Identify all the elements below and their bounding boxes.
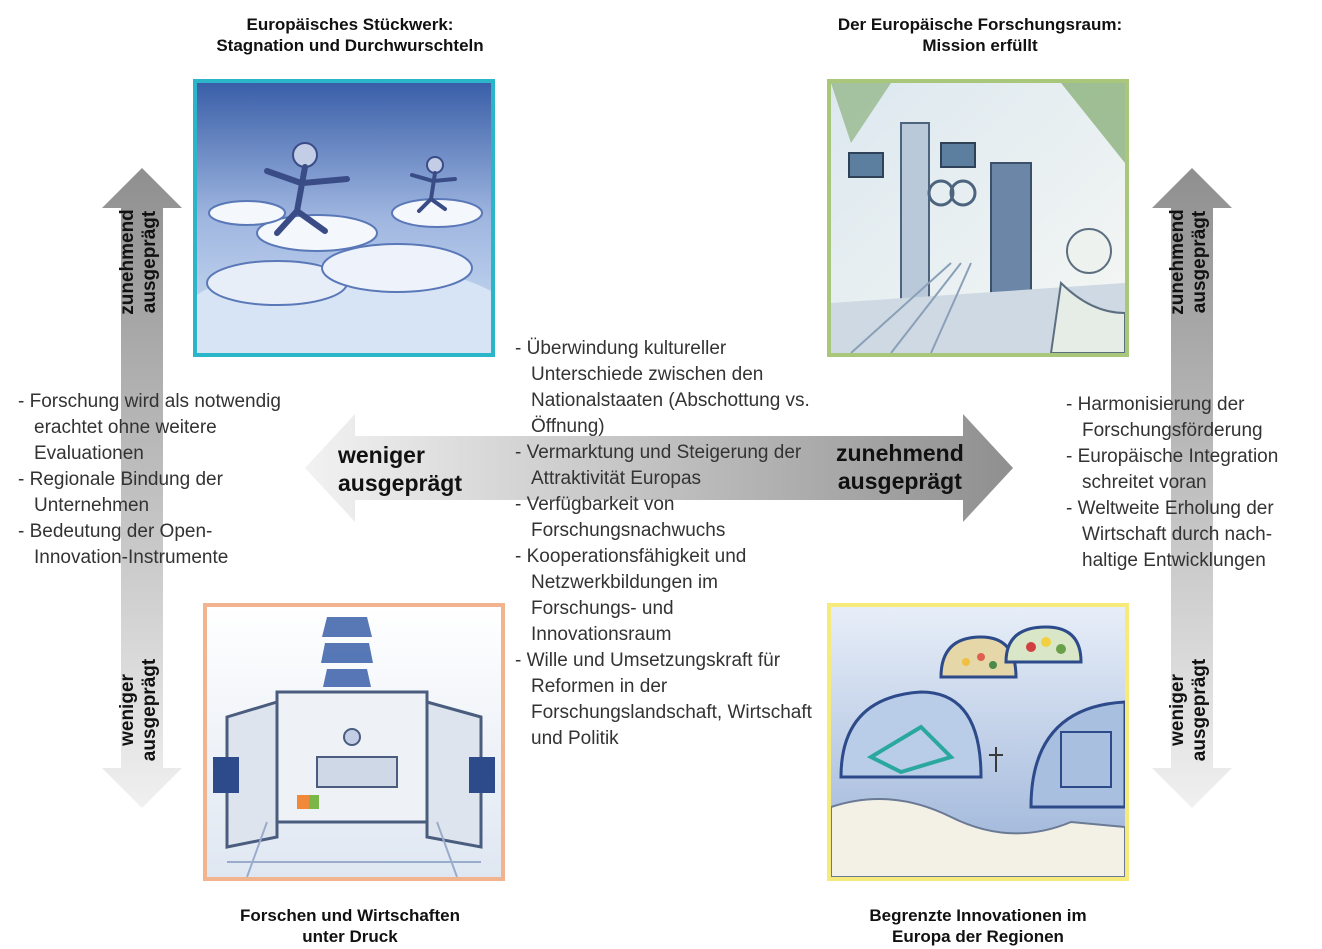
center-factors-list: Überwindung kultureller Unterschiede zwi…: [515, 336, 815, 752]
scenario-image-top-right: [827, 79, 1129, 357]
list-item: Forschung wird als notwendig erachtet oh…: [18, 389, 288, 467]
list-item: Regionale Bindung der Unternehmen: [18, 467, 288, 519]
right-factors-list: Harmonisierung der Forschungsförderung E…: [1066, 392, 1318, 574]
list-item: Verfügbarkeit von Forschungsnachwuchs: [515, 492, 815, 544]
scenario-image-top-left: [193, 79, 495, 357]
scenario-title-top-left: Europäisches Stückwerk:Stagnation und Du…: [216, 15, 484, 55]
list-item: Europäische Integration schreitet voran: [1066, 444, 1318, 496]
list-item: Harmonisierung der Forschungsförderung: [1066, 392, 1318, 444]
list-item: Kooperationsfähigkeit und Netzwerkbildun…: [515, 544, 815, 648]
list-item: Überwindung kultureller Unterschiede zwi…: [515, 336, 815, 440]
list-item: Weltweite Erholung der Wirtschaft durch …: [1066, 496, 1318, 574]
list-item: Vermarktung und Steigerung der Attraktiv…: [515, 440, 815, 492]
scenario-image-bottom-left: [203, 603, 505, 881]
list-item: Wille und Umsetzungskraft für Reformen i…: [515, 648, 815, 752]
list-item: Bedeutung der Open-Innovation-Instrument…: [18, 519, 288, 571]
scenario-image-bottom-right: [827, 603, 1129, 881]
left-factors-list: Forschung wird als notwendig erachtet oh…: [18, 389, 288, 571]
scenario-title-top-right: Der Europäische Forschungsraum:Mission e…: [837, 15, 1123, 55]
